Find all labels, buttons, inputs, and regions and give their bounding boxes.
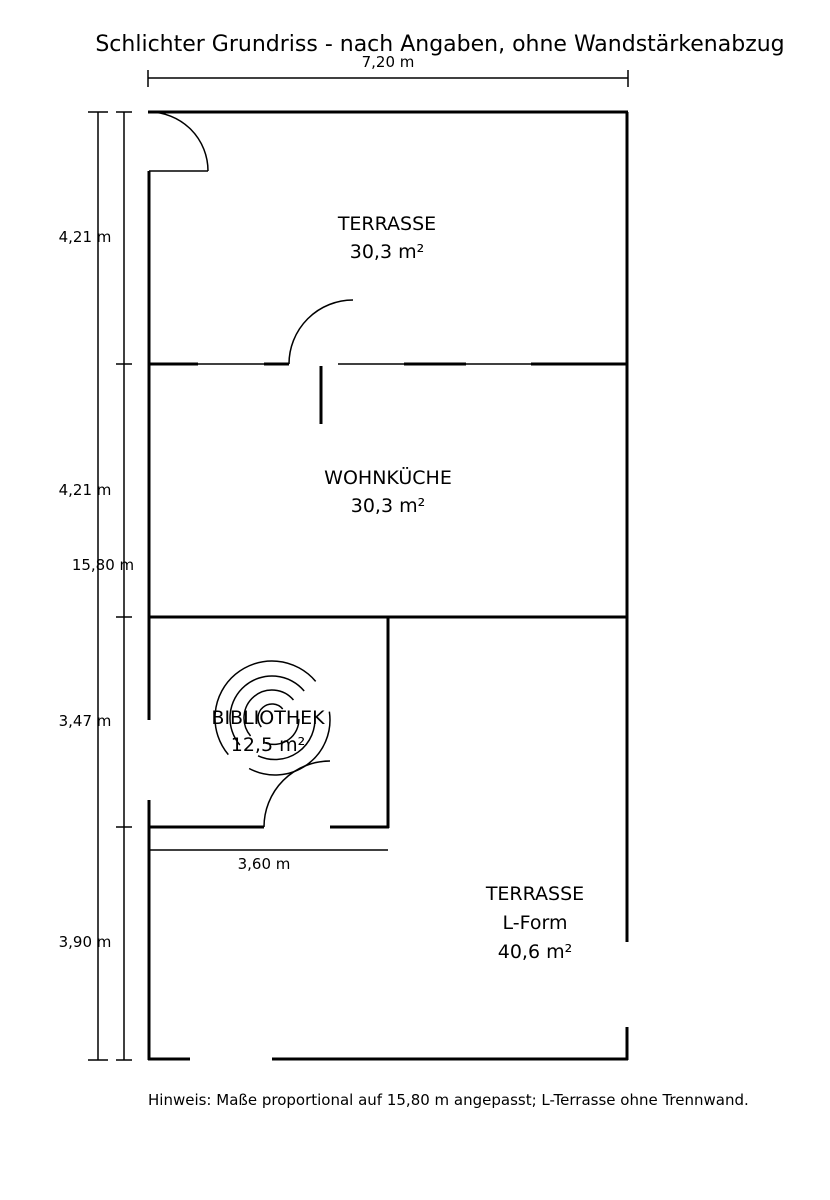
entrance-door — [148, 111, 209, 172]
library-walls — [149, 617, 390, 829]
segment-2-label: 4,21 m — [59, 481, 112, 499]
width-dimension-label: 7,20 m — [362, 53, 415, 71]
spiral-staircase-icon — [214, 660, 331, 776]
width-dimension-line — [147, 70, 629, 87]
segment-4-label: 3,90 m — [59, 933, 112, 951]
plan-title: Schlichter Grundriss - nach Angaben, ohn… — [95, 32, 784, 57]
kitchen-name: WOHNKÜCHE — [324, 466, 452, 489]
kitchen-area: 30,3 m² — [351, 495, 425, 517]
library-area: 12,5 m² — [231, 734, 305, 756]
footnote: Hinweis: Maße proportional auf 15,80 m a… — [148, 1091, 749, 1109]
terrace-top-name: TERRASSE — [337, 213, 436, 235]
library-width-label: 3,60 m — [238, 855, 291, 873]
terrace-l-name: TERRASSE — [485, 883, 584, 905]
library-name: BIBLIOTHEK — [211, 707, 325, 729]
outer-walls — [147, 110, 629, 1061]
library-door — [263, 760, 331, 828]
terrace-l-area: 40,6 m² — [498, 941, 572, 963]
segment-3-label: 3,47 m — [59, 712, 112, 730]
kitchen-door — [288, 299, 354, 424]
total-height-dimension-line — [88, 111, 108, 1061]
terrace-l-shape: L-Form — [503, 912, 568, 934]
terrace-top-area: 30,3 m² — [350, 241, 424, 263]
segment-1-label: 4,21 m — [59, 228, 112, 246]
total-height-label: 15,80 m — [72, 556, 134, 574]
segment-dimension-line — [116, 111, 132, 1061]
